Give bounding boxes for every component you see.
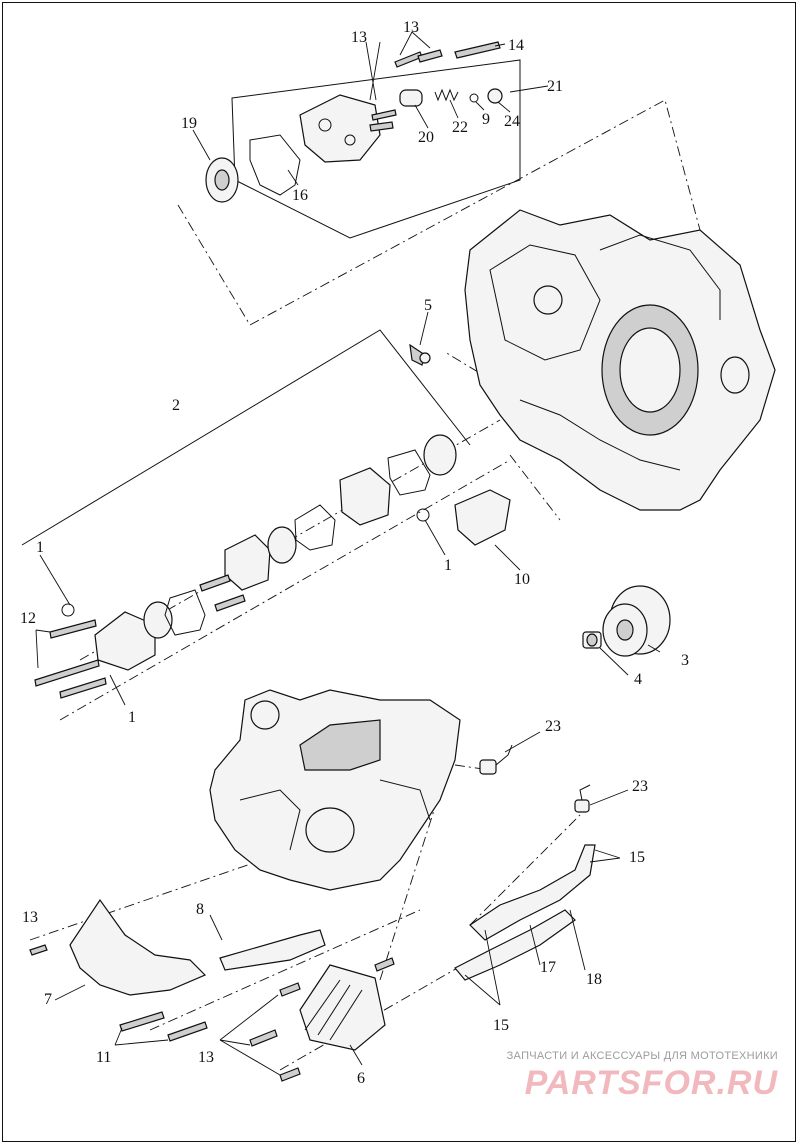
retaining-ring: [469, 93, 479, 103]
callout-1a: 1: [36, 539, 44, 556]
callout-13a: 13: [351, 29, 367, 46]
callout-19: 19: [181, 115, 197, 132]
crankcase-right: [464, 209, 776, 511]
plug-seal: [487, 88, 503, 104]
callout-11: 11: [96, 1049, 111, 1066]
relief-valve-spring: [434, 88, 459, 102]
bolts-lower: [29, 944, 395, 1082]
fitting-23-lower: [574, 784, 591, 813]
callout-15b: 15: [493, 1017, 509, 1034]
callout-20: 20: [418, 129, 434, 146]
watermark-logo: PARTSFOR.RU: [524, 1064, 778, 1102]
callout-6: 6: [357, 1070, 365, 1087]
callout-3: 3: [681, 652, 689, 669]
long-bolts-12: [34, 619, 107, 699]
watermark-tagline: ЗАПЧАСТИ И АКСЕССУАРЫ ДЛЯ МОТОТЕХНИКИ: [506, 1050, 778, 1062]
oil-cooler-6: [299, 964, 386, 1051]
oil-pump-assembly: [61, 434, 457, 671]
oil-pump-group-outline: [231, 59, 521, 239]
callout-15a: 15: [629, 849, 645, 866]
callout-10: 10: [514, 571, 530, 588]
callout-labels: 13 13 14 21 20 22 9 24 19 16 5 2 1 12 1 …: [20, 19, 689, 1087]
callout-1b: 1: [128, 709, 136, 726]
callout-9: 9: [482, 111, 490, 128]
callout-23a: 23: [545, 718, 561, 735]
callout-2: 2: [172, 397, 180, 414]
callout-13b: 13: [403, 19, 419, 36]
pump-bolts-upper: [369, 41, 501, 132]
relief-valve-plunger: [399, 89, 423, 107]
crankcase-left: [209, 689, 461, 891]
callout-16: 16: [292, 187, 308, 204]
callout-8: 8: [196, 901, 204, 918]
oil-filter-3: [602, 585, 671, 657]
callout-1c: 1: [444, 557, 452, 574]
watermark: ЗАПЧАСТИ И АКСЕССУАРЫ ДЛЯ МОТОТЕХНИКИ PA…: [478, 1050, 778, 1100]
sensor-5: [409, 343, 431, 366]
oil-filter-adapter-10: [454, 489, 511, 546]
callout-18: 18: [586, 971, 602, 988]
callout-7: 7: [44, 991, 52, 1008]
bracket-8: [219, 929, 326, 971]
fitting-23-upper: [479, 744, 513, 775]
callout-4: 4: [634, 671, 642, 688]
callout-13c: 13: [22, 909, 38, 926]
filter-nipple-4: [582, 631, 602, 649]
scavenge-pump-cover: [299, 94, 381, 163]
oil-lines-17-18: [454, 844, 596, 981]
callout-24: 24: [504, 113, 520, 130]
callout-17: 17: [540, 959, 556, 976]
pump-gasket-upper: [249, 134, 301, 196]
callout-23b: 23: [632, 778, 648, 795]
pump-gerotor-19: [205, 157, 239, 203]
cover-7: [69, 898, 207, 996]
callout-21: 21: [547, 78, 563, 95]
callout-13d: 13: [198, 1049, 214, 1066]
callout-12: 12: [20, 610, 36, 627]
callout-22: 22: [452, 119, 468, 136]
callout-5: 5: [424, 297, 432, 314]
leader-lines: [35, 31, 661, 1076]
callout-14: 14: [508, 37, 524, 54]
pump-group-bracket: [21, 329, 471, 546]
